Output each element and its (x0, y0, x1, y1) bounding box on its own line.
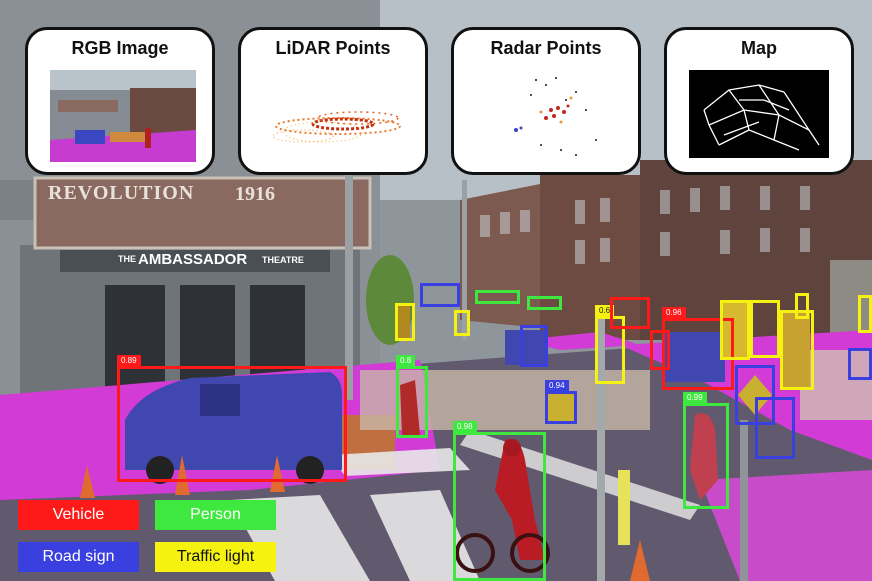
legend-vehicle: Vehicle (18, 500, 139, 530)
rgb-thumbnail (50, 70, 196, 162)
vehicle-detection-box: 0.89 (117, 355, 347, 482)
radar-points-panel: Radar Points (451, 27, 641, 175)
vehicle-detection-box (610, 297, 650, 329)
road-sign-detection-box: 0.94 (545, 380, 577, 424)
legend-person: Person (155, 500, 276, 530)
traffic-light-detection-box (858, 295, 872, 333)
radar-point-cloud-image (514, 77, 597, 156)
map-road-network-image (703, 84, 820, 151)
rgb-image-panel: RGB Image (25, 27, 215, 175)
traffic-light-detection-box (780, 310, 814, 390)
panel-title: RGB Image (71, 38, 169, 58)
road-sign-detection-box (755, 397, 795, 459)
map-view (689, 70, 829, 158)
detection-score: 0.89 (117, 355, 141, 367)
vehicle-detection-box (650, 330, 670, 370)
road-sign-detection-box (420, 283, 460, 307)
vehicle-detection-box: 0.96 (662, 307, 734, 390)
person-detection-box (527, 296, 562, 310)
traffic-light-detection-box (720, 300, 750, 360)
legend-road-sign: Road sign (18, 542, 139, 572)
detection-score: 0.96 (662, 307, 686, 319)
road-sign-detection-box (520, 325, 548, 367)
cyclist-detection-box: 0.98 (453, 421, 546, 581)
radar-point-cloud (476, 70, 616, 158)
detection-score: 0.8 (396, 355, 416, 367)
theatre-suffix-text: THEATRE (262, 255, 304, 265)
detection-score: 0.94 (545, 380, 569, 392)
legend-label: Traffic light (176, 548, 255, 565)
person-detection-box (475, 290, 520, 304)
panel-title: LiDAR Points (275, 38, 391, 58)
rgb-thumbnail-image (50, 70, 196, 162)
billboard-revolution-text: REVOLUTION (48, 182, 195, 204)
lidar-points-panel: LiDAR Points (238, 27, 428, 175)
person-detection-box: 0.8 (396, 355, 428, 438)
legend-label: Road sign (42, 548, 115, 565)
legend-label: Vehicle (52, 506, 105, 523)
legend-traffic-light: Traffic light (155, 542, 276, 572)
panel-title: Map (741, 38, 777, 58)
billboard-year-text: 1916 (235, 183, 275, 205)
detection-score: 0.99 (683, 392, 707, 404)
traffic-light-detection-box (750, 300, 780, 358)
person-detection-box: 0.99 (683, 392, 729, 509)
detection-score: 0.6 (595, 305, 615, 317)
map-panel: Map (664, 27, 854, 175)
legend-label: Person (190, 506, 241, 523)
traffic-light-detection-box (795, 293, 809, 319)
lidar-point-cloud-image (272, 111, 401, 143)
detection-score: 0.98 (453, 421, 477, 433)
road-sign-detection-box (848, 348, 872, 380)
panel-title: Radar Points (490, 38, 602, 58)
lidar-point-cloud (263, 70, 403, 158)
traffic-light-detection-box (454, 310, 470, 336)
theatre-prefix-text: THE (118, 254, 136, 264)
theatre-name-text: AMBASSADOR (138, 251, 248, 268)
traffic-light-detection-box (395, 303, 415, 341)
